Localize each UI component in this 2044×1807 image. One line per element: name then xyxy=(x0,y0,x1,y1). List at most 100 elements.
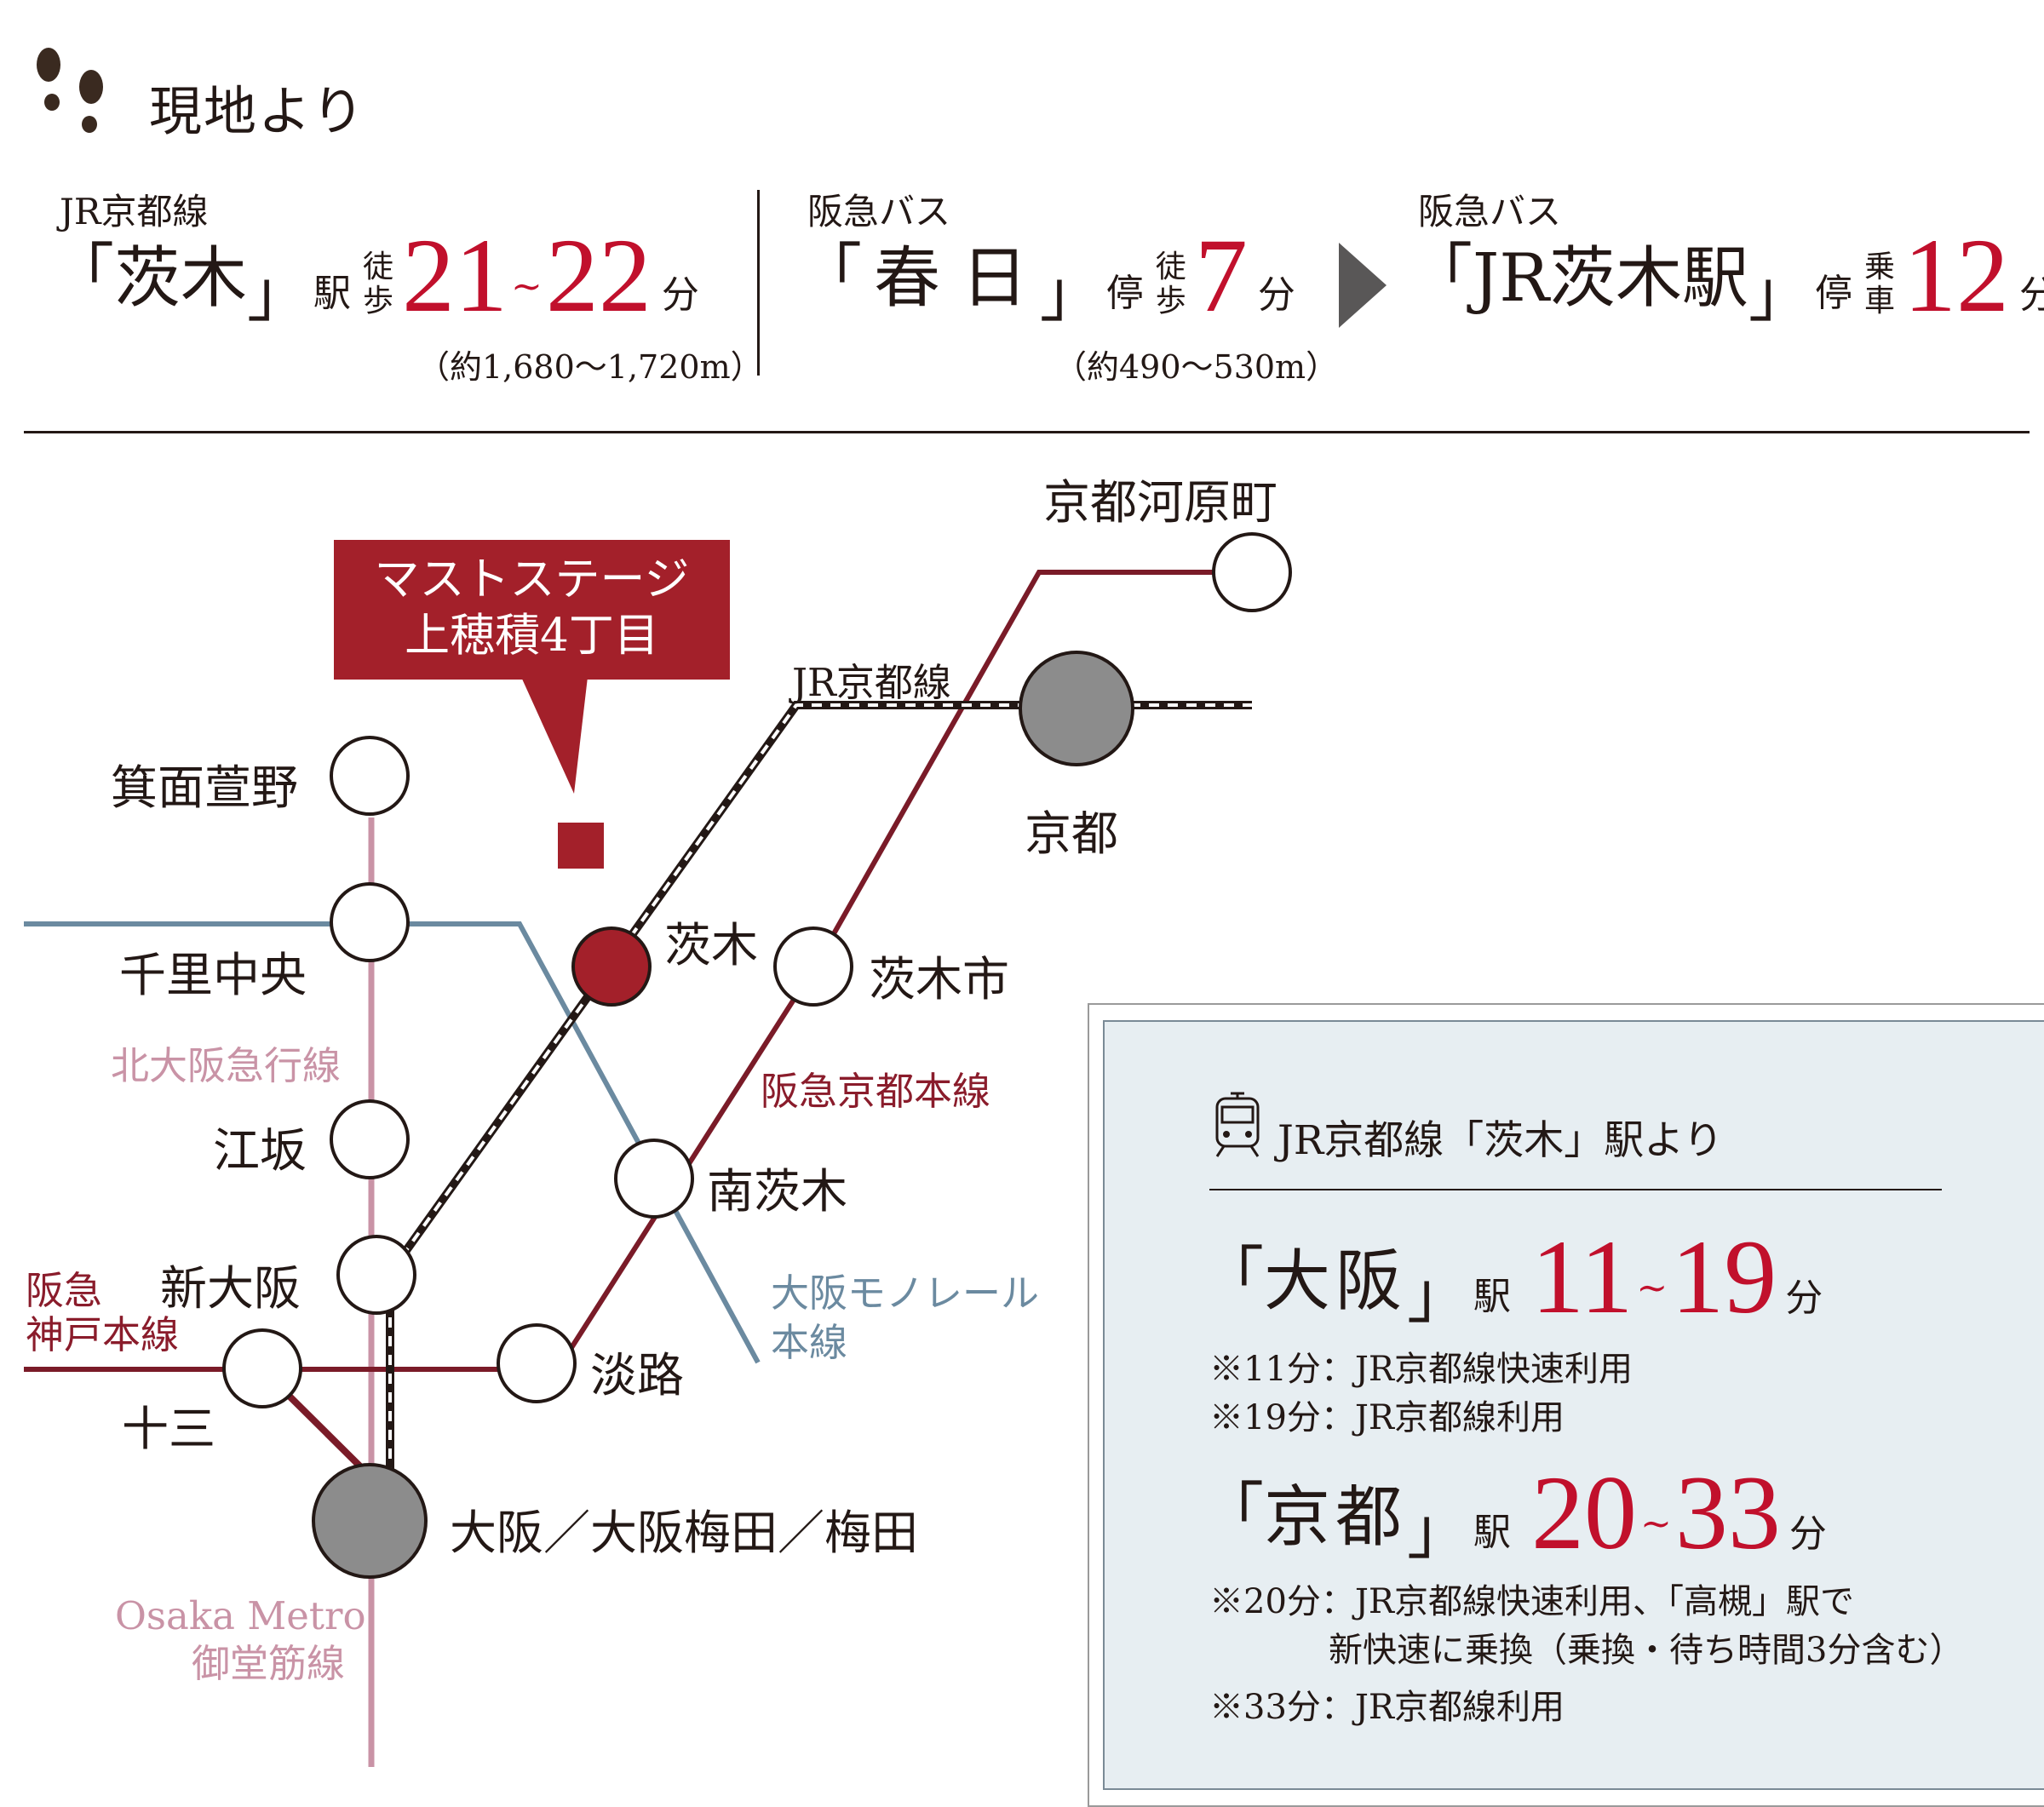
route2-time: 7 xyxy=(1194,217,1248,334)
station-label-esaka: 江坂 xyxy=(213,1123,307,1178)
line-label-hankyu-kyoto: 阪急京都本線 xyxy=(761,1069,991,1114)
info-title: JR京都線「茨木」駅より xyxy=(1278,1117,1724,1164)
route1-mode: 徒 歩 xyxy=(363,250,393,318)
route1-line-label: JR京都線 xyxy=(60,191,209,232)
route3-mode-top: 乗 xyxy=(1864,250,1896,284)
station-label-kyoto-kawaramachi: 京都河原町 xyxy=(1043,475,1278,530)
info-box xyxy=(1103,1020,2044,1790)
route1-time-to: 22 xyxy=(545,217,652,334)
dest2-note2: 新快速に乗換（乗換・待ち時間3分含む） xyxy=(1329,1631,1964,1670)
station-marker-awaji xyxy=(497,1323,577,1403)
dest2-unit: 分 xyxy=(1788,1512,1827,1556)
station-label-minoh-kayano: 箕面萱野 xyxy=(111,760,299,815)
route3-time: 12 xyxy=(1903,217,2010,334)
station-label-ibaraki-shi: 茨木市 xyxy=(869,952,1010,1007)
station-marker-senri-chuo xyxy=(330,882,410,962)
route2-bracket-open: 「 xyxy=(799,237,862,310)
route3-suffix: 停 xyxy=(1815,272,1852,315)
train-icon xyxy=(1215,1092,1260,1157)
station-label-senri-chuo: 千里中央 xyxy=(119,948,307,1002)
line-label-monorail: 大阪モノレール 本線 xyxy=(771,1269,1039,1368)
route3-main: 「 JR茨木駅 」 停 乗 車 12 分 xyxy=(1410,217,2044,334)
callout-text: マストステージ 上穂積4丁目 xyxy=(334,552,730,664)
station-label-kyoto: 京都 xyxy=(1025,806,1119,861)
dest2-time-from: 20 xyxy=(1531,1454,1638,1571)
route3-mode: 乗 車 xyxy=(1864,250,1895,318)
dest1-bracket-close: 」 xyxy=(1407,1259,1471,1332)
station-label-umeda: 大阪／大阪梅田／梅田 xyxy=(450,1506,919,1560)
footprints-icon xyxy=(37,48,103,133)
route1-mode-top: 徒 xyxy=(363,250,394,284)
header-rule xyxy=(24,431,2030,433)
route2-line-label: 阪急バス xyxy=(807,191,951,232)
dest2-main: 「 京都 」 駅 20 ~ 33 分 xyxy=(1201,1454,1827,1571)
route1-distance: （約1,680～1,720m） xyxy=(417,348,763,386)
dest1-note2: ※19分：JR京都線利用 xyxy=(1209,1398,1565,1437)
dest2-time-to: 33 xyxy=(1674,1454,1781,1571)
route2-mode-top: 徒 xyxy=(1155,250,1186,284)
station-marker-ibaraki-shi xyxy=(773,926,853,1007)
line-label-metro-1: Osaka Metro xyxy=(115,1593,366,1638)
route2-distance: （約490～530m） xyxy=(1054,348,1339,386)
callout-pointer xyxy=(521,677,588,794)
route2-bracket-close: 」 xyxy=(1039,257,1103,330)
route2-unit: 分 xyxy=(1257,273,1295,317)
route1-unit: 分 xyxy=(661,273,699,317)
route1-time-from: 21 xyxy=(402,217,508,334)
dest2-bracket-open: 「 xyxy=(1201,1476,1264,1549)
callout-box xyxy=(334,540,730,680)
route1-mode-bottom: 歩 xyxy=(363,284,394,318)
station-marker-shin-osaka xyxy=(336,1235,416,1315)
route3-bracket-close: 」 xyxy=(1748,257,1811,330)
station-marker-kyoto-kawaramachi xyxy=(1212,532,1292,612)
route3-bracket-open: 「 xyxy=(1410,237,1473,310)
station-label-shin-osaka: 新大阪 xyxy=(160,1261,301,1316)
dest2-note1: ※20分：JR京都線快速利用、「高槻」駅で xyxy=(1209,1582,1855,1621)
station-marker-juso xyxy=(222,1328,302,1408)
station-marker-minami-ibaraki xyxy=(614,1139,694,1219)
route2-main: 「 春 日 」 停 徒 歩 7 分 xyxy=(799,217,1295,334)
route1-bracket-open: 「 xyxy=(51,237,114,310)
route1-suffix: 駅 xyxy=(313,272,352,315)
route3-line-label: 阪急バス xyxy=(1418,191,1562,232)
station-marker-minoh-kayano xyxy=(330,736,410,816)
line-label-hankyu-kobe: 阪急 神戸本線 xyxy=(26,1269,179,1357)
dest2-bracket-close: 」 xyxy=(1407,1494,1471,1568)
route1-main: 「 茨木 」 駅 徒 歩 21 ~ 22 分 xyxy=(51,217,699,334)
route3-unit: 分 xyxy=(2019,273,2044,317)
info-rule xyxy=(1209,1189,1942,1190)
dest1-time-from: 11 xyxy=(1531,1219,1633,1335)
station-marker-umeda xyxy=(312,1463,428,1579)
station-label-awaji: 淡路 xyxy=(590,1348,685,1403)
station-marker-esaka xyxy=(330,1099,410,1179)
header-divider xyxy=(757,190,760,376)
monorail-line xyxy=(24,921,761,1364)
dest2-name: 京都 xyxy=(1264,1479,1408,1556)
line-label-hankyu-kobe-2: 神戸本線 xyxy=(26,1312,180,1357)
callout-line1: マストステージ xyxy=(374,554,690,605)
station-marker-ibaraki xyxy=(571,926,652,1007)
line-label-monorail-2: 本線 xyxy=(771,1320,848,1365)
station-label-minami-ibaraki: 南茨木 xyxy=(707,1164,848,1219)
route2-mode-bottom: 歩 xyxy=(1155,284,1186,318)
line-label-jr-kyoto: JR京都線 xyxy=(792,660,951,705)
dest1-unit: 分 xyxy=(1785,1276,1823,1320)
callout-line2: 上穂積4丁目 xyxy=(405,610,659,662)
dest1-tilde: ~ xyxy=(1636,1266,1668,1310)
site-marker xyxy=(558,823,604,869)
line-label-monorail-1: 大阪モノレール xyxy=(771,1271,1040,1316)
line-label-hankyu-kobe-1: 阪急 xyxy=(26,1268,103,1313)
dest1-note1: ※11分：JR京都線快速利用 xyxy=(1209,1350,1633,1389)
route-map xyxy=(24,532,1292,1767)
route1-tilde: ~ xyxy=(511,265,543,308)
route1-bracket-close: 」 xyxy=(247,257,311,330)
route1-station: 茨木 xyxy=(114,240,248,317)
play-arrow-icon xyxy=(1339,243,1387,328)
page-title: 現地より xyxy=(149,80,366,142)
route3-mode-bottom: 車 xyxy=(1864,284,1896,318)
line-label-metro-2: 御堂筋線 xyxy=(191,1641,345,1686)
dest2-tilde: ~ xyxy=(1640,1502,1672,1546)
station-label-ibaraki: 茨木 xyxy=(664,918,759,972)
route2-mode: 徒 歩 xyxy=(1156,250,1186,318)
dest1-bracket-open: 「 xyxy=(1201,1240,1264,1313)
